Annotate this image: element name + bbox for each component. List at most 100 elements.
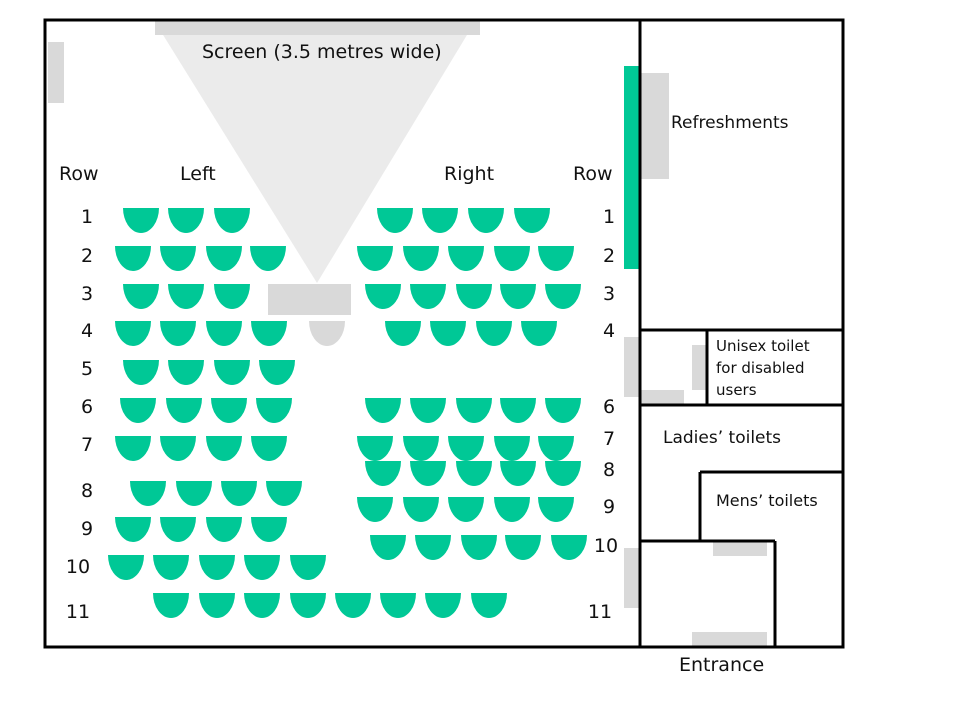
seat[interactable] (357, 436, 393, 461)
seat[interactable] (168, 284, 204, 309)
seat[interactable] (500, 398, 536, 423)
seat[interactable] (115, 321, 151, 346)
seat[interactable] (115, 436, 151, 461)
seat[interactable] (199, 555, 235, 580)
seat[interactable] (505, 535, 541, 560)
seat[interactable] (166, 398, 202, 423)
seat[interactable] (160, 321, 196, 346)
seat[interactable] (538, 497, 574, 522)
seat[interactable] (410, 284, 446, 309)
seat[interactable] (385, 321, 421, 346)
seat[interactable] (214, 360, 250, 385)
seat[interactable] (244, 593, 280, 618)
seat[interactable] (115, 246, 151, 271)
seat[interactable] (471, 593, 507, 618)
seat[interactable] (425, 593, 461, 618)
seat[interactable] (160, 246, 196, 271)
seat[interactable] (365, 461, 401, 486)
seat[interactable] (422, 208, 458, 233)
seat[interactable] (410, 398, 446, 423)
seat[interactable] (108, 555, 144, 580)
seat[interactable] (153, 555, 189, 580)
seat[interactable] (123, 284, 159, 309)
seat[interactable] (160, 436, 196, 461)
seat[interactable] (468, 208, 504, 233)
row-number-left: 10 (65, 556, 91, 578)
seat[interactable] (500, 461, 536, 486)
ladies-toilets-label: Ladies’ toilets (663, 428, 782, 448)
seat[interactable] (221, 481, 257, 506)
seat[interactable] (494, 246, 530, 271)
seat[interactable] (500, 284, 536, 309)
seat[interactable] (251, 517, 287, 542)
seat[interactable] (357, 497, 393, 522)
seat[interactable] (545, 284, 581, 309)
seat[interactable] (120, 398, 156, 423)
seat[interactable] (380, 593, 416, 618)
seat[interactable] (461, 535, 497, 560)
seat[interactable] (415, 535, 451, 560)
seat[interactable] (168, 208, 204, 233)
seat[interactable] (290, 593, 326, 618)
seat[interactable] (357, 246, 393, 271)
seat[interactable] (335, 593, 371, 618)
seat[interactable] (551, 535, 587, 560)
seat[interactable] (251, 436, 287, 461)
seat[interactable] (403, 246, 439, 271)
seat[interactable] (206, 321, 242, 346)
seat[interactable] (153, 593, 189, 618)
seat[interactable] (476, 321, 512, 346)
seat[interactable] (214, 284, 250, 309)
seat[interactable] (115, 517, 151, 542)
seat[interactable] (250, 246, 286, 271)
seat[interactable] (545, 398, 581, 423)
seat[interactable] (365, 284, 401, 309)
seat[interactable] (214, 208, 250, 233)
seat[interactable] (403, 497, 439, 522)
seat[interactable] (259, 360, 295, 385)
seat[interactable] (456, 398, 492, 423)
seat[interactable] (377, 208, 413, 233)
screen-label: Screen (3.5 metres wide) (202, 41, 442, 63)
seat[interactable] (410, 461, 446, 486)
seat[interactable] (123, 208, 159, 233)
seat[interactable] (211, 398, 247, 423)
seat[interactable] (168, 360, 204, 385)
seat[interactable] (244, 555, 280, 580)
seat[interactable] (456, 461, 492, 486)
seat[interactable] (206, 517, 242, 542)
seat[interactable] (514, 208, 550, 233)
seat[interactable] (199, 593, 235, 618)
seat[interactable] (494, 436, 530, 461)
seat[interactable] (538, 246, 574, 271)
row-number-left: 1 (80, 206, 94, 228)
seat[interactable] (370, 535, 406, 560)
seat[interactable] (430, 321, 466, 346)
seat[interactable] (251, 321, 287, 346)
seat[interactable] (448, 497, 484, 522)
seat[interactable] (290, 555, 326, 580)
seat[interactable] (448, 246, 484, 271)
seat[interactable] (403, 436, 439, 461)
seat[interactable] (206, 436, 242, 461)
seat[interactable] (266, 481, 302, 506)
seat[interactable] (176, 481, 212, 506)
seat[interactable] (123, 360, 159, 385)
disabled-toilet-label-line: Unisex toilet (716, 337, 810, 355)
row-number-right: 2 (602, 245, 616, 267)
seat[interactable] (538, 436, 574, 461)
seat[interactable] (160, 517, 196, 542)
row-number-left: 11 (65, 601, 91, 623)
seat[interactable] (206, 246, 242, 271)
seat[interactable] (256, 398, 292, 423)
seat[interactable] (448, 436, 484, 461)
seat[interactable] (365, 398, 401, 423)
seat[interactable] (494, 497, 530, 522)
disabled-toilet-label: Unisex toilet (716, 335, 810, 357)
seat[interactable] (521, 321, 557, 346)
seat[interactable] (545, 461, 581, 486)
seat[interactable] (130, 481, 166, 506)
seat[interactable] (456, 284, 492, 309)
